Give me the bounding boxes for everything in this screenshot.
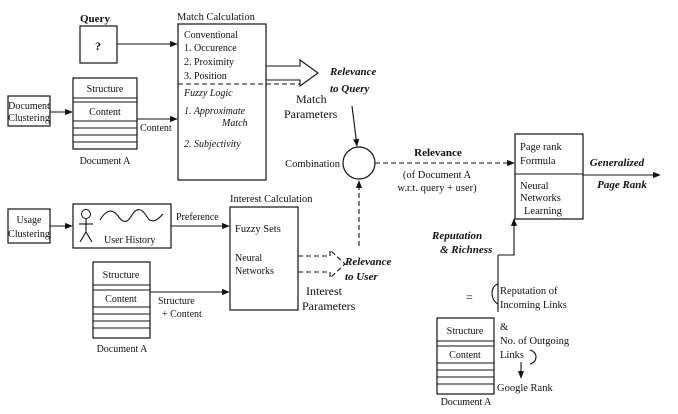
neural-networks-1: Neural <box>520 181 549 192</box>
doc-top-box <box>72 77 138 150</box>
neural-networks-2: Networks <box>520 193 561 204</box>
match-params-1: Match <box>296 92 327 106</box>
approx-label-2: Match <box>221 118 248 129</box>
pagerank-box <box>514 133 584 220</box>
relevance-user-1: Relevance <box>344 256 392 268</box>
conventional-label: Conventional <box>184 30 238 41</box>
query-label: Query <box>80 13 110 25</box>
fuzzy-sets-label: Fuzzy Sets <box>235 224 281 235</box>
usage-clustering-1: Usage <box>17 215 43 226</box>
relevance-line-1: (of Document A <box>403 170 472 181</box>
interest-calc-box <box>229 206 299 311</box>
generalized-1: Generalized <box>590 157 645 169</box>
relevance-line-2: w.r.t. query + user) <box>397 183 477 194</box>
user-history-label: User History <box>104 235 155 246</box>
interest-neural-1: Neural <box>235 253 262 264</box>
combination-node <box>342 146 376 180</box>
structure-content-1: Structure <box>158 296 195 307</box>
doc-mid-box <box>92 261 151 339</box>
occurence-label: 1. Occurence <box>184 43 237 54</box>
generalized-2: Page Rank <box>597 179 647 191</box>
content-arrow-label: Content <box>140 123 172 134</box>
user-figure-icon <box>79 209 93 243</box>
doc-mid-content: Content <box>105 294 137 305</box>
subjectivity-label: 2. Subjectivity <box>184 139 241 150</box>
fuzzy-logic-label: Fuzzy Logic <box>183 88 233 99</box>
ampersand: & <box>500 322 508 333</box>
doc-bottom-content: Content <box>449 350 481 361</box>
doc-bottom-caption: Document A <box>441 397 493 408</box>
doc-bottom-box <box>436 317 495 395</box>
reputation-1: Reputation <box>431 230 482 242</box>
relevance-user-2: to User <box>345 271 378 283</box>
pagerank-line-2: Formula <box>520 156 556 167</box>
interest-params-2: Parameters <box>302 299 356 313</box>
outgoing-1: No. of Outgoing <box>500 336 570 347</box>
usage-clustering-box <box>7 208 51 244</box>
relevance-title: Relevance <box>414 147 462 159</box>
doc-clustering-box <box>7 95 51 127</box>
neural-networks-3: Learning <box>524 206 563 217</box>
doc-top-caption: Document A <box>80 156 132 167</box>
query-box <box>79 25 118 64</box>
incoming-2: Incoming Links <box>500 300 567 311</box>
match-calc-box <box>177 23 267 181</box>
doc-mid-caption: Document A <box>97 344 149 355</box>
approx-label-1: 1. Approximate <box>184 106 246 117</box>
relevance-query-2: to Query <box>330 83 370 95</box>
query-symbol: ? <box>95 39 101 53</box>
match-params-2: Parameters <box>284 107 338 121</box>
doc-clustering-1: Document <box>8 101 50 112</box>
interest-calc-title: Interest Calculation <box>230 194 313 205</box>
combination-label: Combination <box>285 159 341 170</box>
outgoing-2: Links <box>500 350 524 361</box>
pagerank-line-1: Page rank <box>520 142 562 153</box>
google-rank-label: Google Rank <box>497 383 553 394</box>
preference-label: Preference <box>176 212 219 223</box>
match-to-combination-arrow <box>351 105 360 147</box>
relevance-query-1: Relevance <box>329 66 377 78</box>
doc-bottom-structure: Structure <box>447 326 484 337</box>
incoming-1: Reputation of <box>500 286 558 297</box>
equals-sign: = <box>466 290 473 304</box>
interest-output-arrow <box>298 248 346 280</box>
outgoing-brace-icon <box>529 349 537 365</box>
doc-top-content: Content <box>89 107 121 118</box>
interest-neural-2: Networks <box>235 266 274 277</box>
position-label: 3. Position <box>184 71 227 82</box>
interest-params-1: Interest <box>306 284 343 298</box>
match-output-arrow <box>266 58 319 88</box>
proximity-label: 2. Proximity <box>184 57 234 68</box>
doc-clustering-2: Clustering <box>8 113 50 124</box>
match-calc-title: Match Calculation <box>177 12 256 23</box>
user-history-wave-icon <box>99 209 164 223</box>
usage-clustering-2: Clustering <box>8 229 50 240</box>
structure-content-2: + Content <box>162 309 202 320</box>
reputation-to-pagerank-arrow <box>498 218 518 256</box>
doc-mid-structure: Structure <box>103 270 140 281</box>
incoming-brace-icon <box>491 283 499 305</box>
doc-top-structure: Structure <box>87 84 124 95</box>
reputation-2: & Richness <box>440 244 492 256</box>
